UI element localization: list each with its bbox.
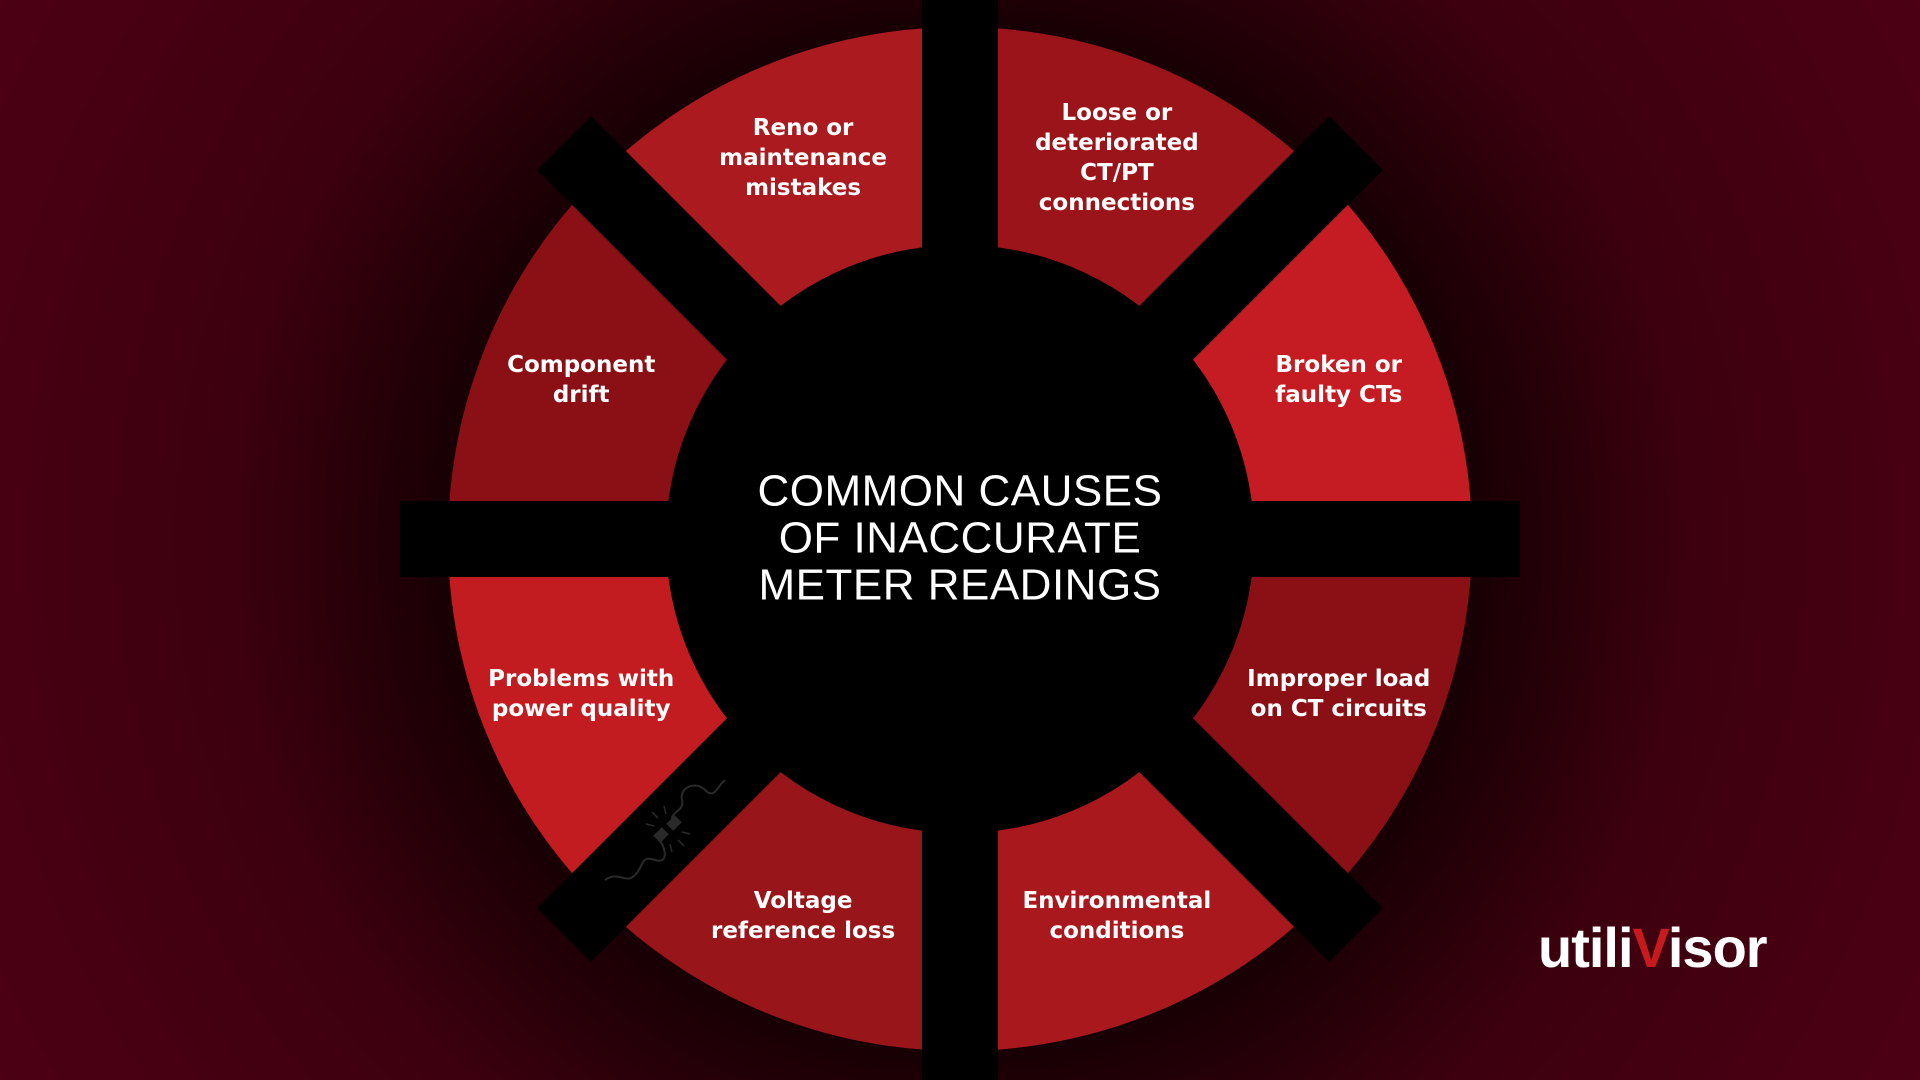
unplugged-cable-icon: [604, 779, 726, 881]
diagram-title: COMMON CAUSES OF INACCURATE METER READIN…: [750, 468, 1170, 609]
title-line: METER READINGS: [758, 560, 1162, 610]
segment-label: Broken or faulty CTs: [1275, 352, 1403, 409]
title-line: COMMON CAUSES: [757, 466, 1163, 516]
segment-label: Improper load on CT circuits: [1247, 665, 1431, 722]
segment-label: Component drift: [507, 352, 656, 409]
title-line: OF INACCURATE: [778, 513, 1142, 563]
logo-accent: V: [1632, 916, 1669, 979]
segment-label: Reno or maintenance mistakes: [719, 115, 888, 202]
segment-label: Problems with power quality: [488, 665, 675, 722]
utilivisor-logo: utiliVisor: [1538, 915, 1768, 980]
segment-label: Loose or deteriorated CT/PT connections: [1035, 100, 1199, 217]
segment-label: Environmental conditions: [1022, 887, 1212, 944]
segment-label: Voltage reference loss: [711, 887, 896, 944]
center-hub: [666, 245, 1254, 833]
logo-suffix: isor: [1667, 916, 1768, 979]
logo-prefix: utili: [1538, 916, 1634, 979]
